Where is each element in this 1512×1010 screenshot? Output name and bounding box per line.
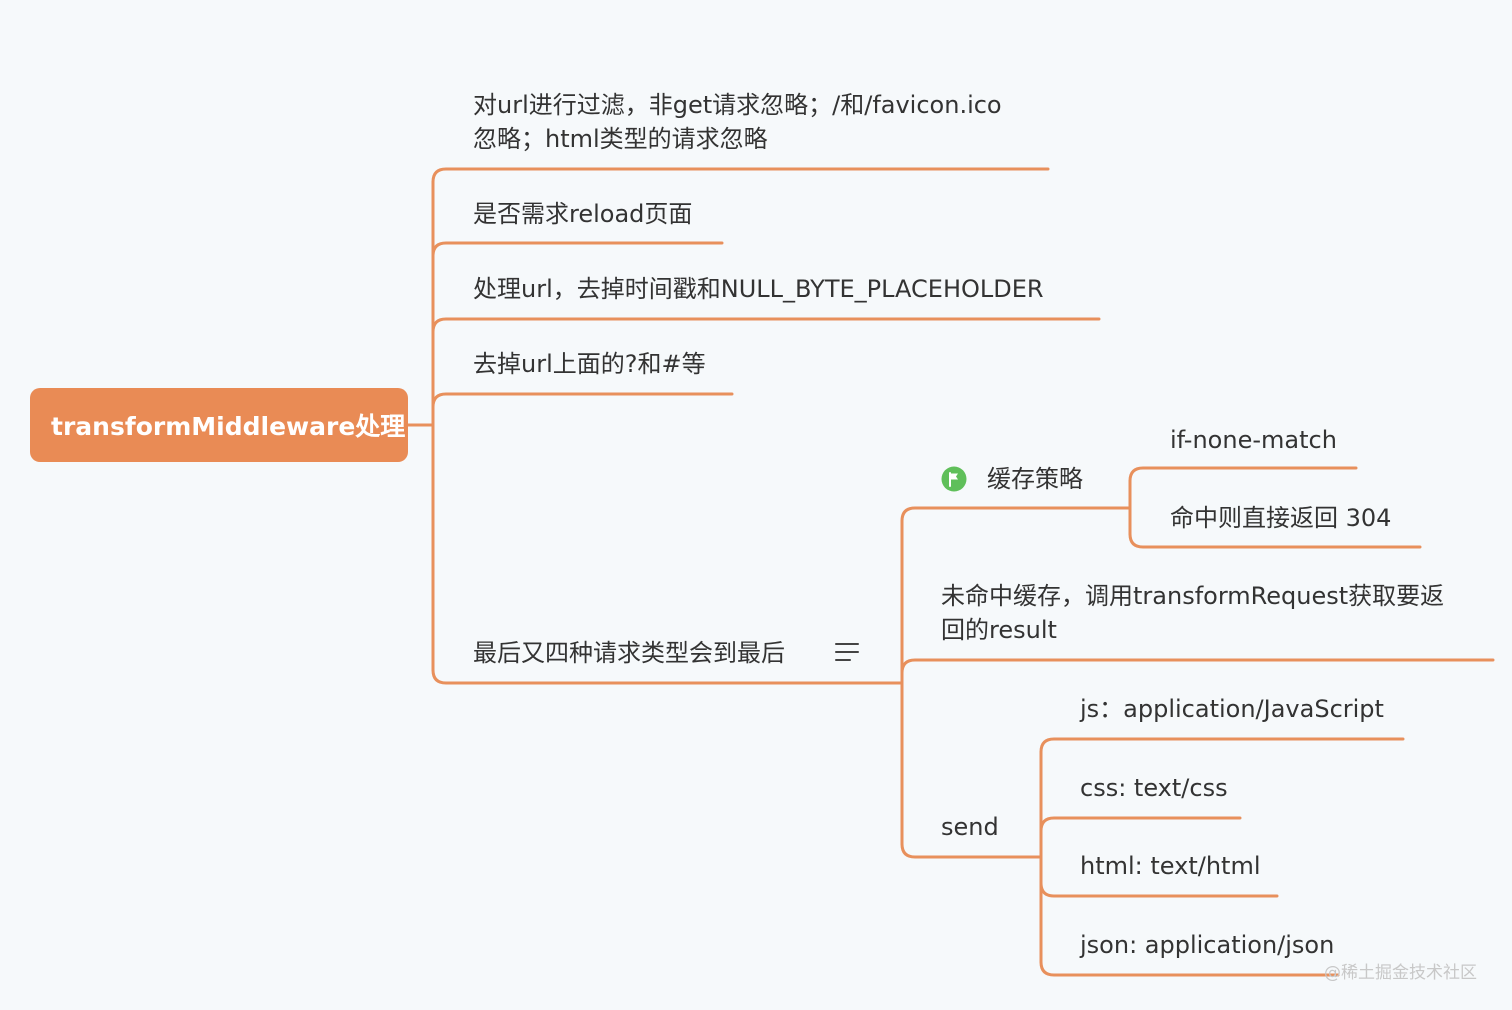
branch-url-filter-line1: 对url进行过滤，非get请求忽略；/和/favicon.ico bbox=[473, 91, 1002, 119]
underline-branch-1 bbox=[431, 167, 1050, 184]
root-label: transformMiddleware处理 bbox=[51, 412, 406, 441]
underline-branch-2 bbox=[431, 241, 724, 258]
underline-miss bbox=[900, 658, 1495, 675]
underline-304 bbox=[1128, 532, 1422, 549]
branch-strip-query[interactable]: 去掉url上面的?和#等 bbox=[473, 350, 706, 378]
node-cache-miss-line2: 回的result bbox=[941, 616, 1057, 644]
branch-reload[interactable]: 是否需求reload页面 bbox=[473, 200, 693, 228]
underline-js bbox=[1039, 737, 1405, 754]
node-send[interactable]: send bbox=[941, 813, 999, 841]
watermark: @稀土掘金技术社区 bbox=[1324, 963, 1477, 983]
notes-icon[interactable] bbox=[835, 641, 859, 663]
branch-url-filter[interactable]: 对url进行过滤，非get请求忽略；/和/favicon.ico 忽略；html… bbox=[473, 88, 1002, 156]
branch-process-url[interactable]: 处理url，去掉时间戳和NULL_BYTE_PLACEHOLDER bbox=[473, 275, 1044, 303]
underline-cache bbox=[900, 506, 1132, 523]
root-node[interactable]: transformMiddleware处理 bbox=[30, 388, 408, 462]
branch-request-types[interactable]: 最后又四种请求类型会到最后 bbox=[473, 639, 785, 667]
node-send-css[interactable]: css: text/css bbox=[1080, 774, 1228, 802]
node-send-json[interactable]: json: application/json bbox=[1080, 931, 1335, 959]
underline-branch-3 bbox=[431, 317, 1101, 334]
underline-if-none-match bbox=[1128, 466, 1358, 483]
underline-branch-4 bbox=[431, 392, 734, 409]
underline-html bbox=[1039, 881, 1279, 898]
underline-css bbox=[1039, 816, 1242, 833]
underline-send bbox=[900, 842, 1042, 859]
flag-icon bbox=[941, 466, 967, 492]
branch-url-filter-line2: 忽略；html类型的请求忽略 bbox=[473, 125, 768, 153]
underline-json bbox=[1039, 960, 1340, 977]
node-cache-strategy[interactable]: 缓存策略 bbox=[987, 465, 1083, 493]
underline-branch-5 bbox=[431, 668, 903, 685]
node-return-304[interactable]: 命中则直接返回 304 bbox=[1170, 504, 1392, 532]
node-if-none-match[interactable]: if-none-match bbox=[1170, 426, 1337, 454]
node-cache-miss-line1: 未命中缓存，调用transformRequest获取要返 bbox=[941, 582, 1445, 610]
node-send-html[interactable]: html: text/html bbox=[1080, 852, 1261, 880]
node-send-js[interactable]: js：application/JavaScript bbox=[1080, 695, 1384, 723]
node-cache-miss[interactable]: 未命中缓存，调用transformRequest获取要返 回的result bbox=[941, 579, 1444, 647]
